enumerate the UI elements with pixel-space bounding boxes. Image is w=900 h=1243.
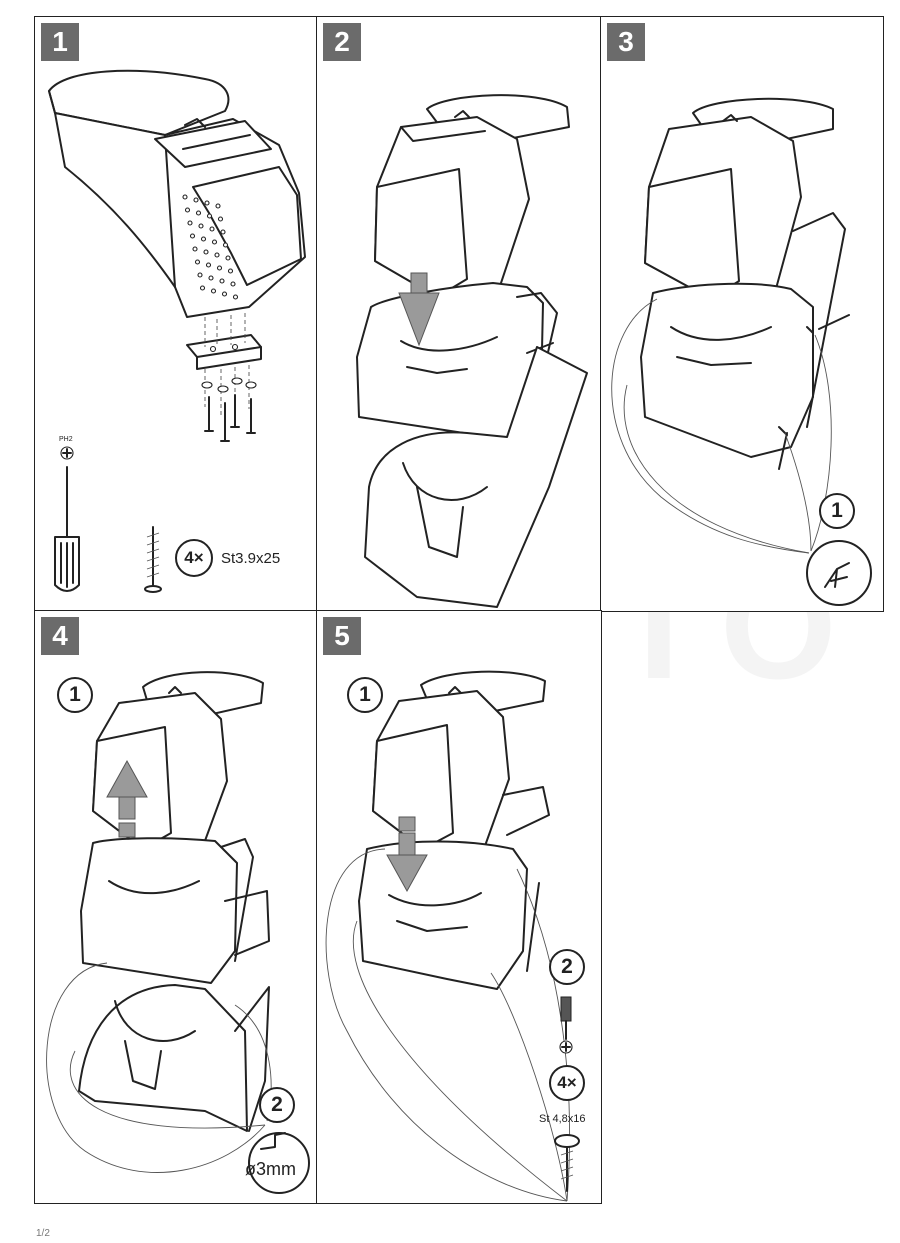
step-5-panel: 5 1 2 4× St 4,8x16 — [316, 610, 602, 1204]
tool-label: PH2 — [59, 436, 73, 443]
step-4-substep-2-badge: 2 — [259, 1087, 295, 1123]
perforation-dot — [197, 272, 203, 278]
screw-count-badge: 4× — [175, 539, 213, 577]
perforation-dot — [219, 278, 225, 284]
step-4-substep-1-badge: 1 — [57, 677, 93, 713]
step-3-badge: 3 — [607, 23, 645, 61]
perforation-dot — [211, 239, 218, 245]
perforation-dot — [200, 236, 207, 242]
step-5-substep-1-badge: 1 — [347, 677, 383, 713]
perforation-dot — [227, 268, 234, 274]
step-3-illustration — [611, 97, 872, 606]
step-4-illustration — [46, 671, 310, 1194]
perforation-dot — [204, 200, 210, 206]
step-5-screw-spec: St 4,8x16 — [539, 1113, 586, 1125]
step-2-badge: 2 — [323, 23, 361, 61]
perforation-dot — [225, 255, 231, 261]
drill-size: ø3mm — [245, 1159, 296, 1179]
perforation-dot — [214, 252, 220, 258]
step-5-illustration — [325, 670, 580, 1202]
step-4-panel: 4 1 2 ø3mm — [34, 610, 318, 1204]
perforation-dot — [210, 288, 217, 294]
perforation-dot — [193, 197, 199, 203]
step-5-screw-count-badge: 4× — [549, 1065, 585, 1101]
perforation-dot — [192, 246, 198, 252]
perforation-dot — [182, 194, 188, 200]
perforation-dot — [205, 262, 212, 268]
perforation-dot — [184, 207, 191, 213]
perforation-dot — [195, 210, 202, 216]
step-2-panel: 2 — [316, 16, 602, 612]
perforation-dot — [194, 259, 201, 265]
step-5-substep-2-badge: 2 — [549, 949, 585, 985]
screw-spec: St3.9x25 — [221, 550, 281, 567]
perforation-dot — [189, 233, 196, 239]
perforation-dot — [203, 249, 209, 255]
perforation-dot — [217, 216, 224, 222]
step-3-substep-badge: 1 — [819, 493, 855, 529]
step-1-badge: 1 — [41, 23, 79, 61]
perforation-dot — [215, 203, 221, 209]
perforation-dot — [198, 223, 204, 229]
perforation-dot — [220, 229, 226, 235]
step-5-badge: 5 — [323, 617, 361, 655]
perforation-dot — [221, 291, 228, 297]
perforation-dot — [230, 281, 236, 287]
step-4-badge: 4 — [41, 617, 79, 655]
perforation-dot — [208, 275, 214, 281]
perforation-dot — [199, 285, 206, 291]
perforation-dot — [216, 265, 223, 271]
step-1-illustration — [48, 69, 306, 593]
perforation-dot — [209, 226, 215, 232]
perforation-dot — [206, 213, 213, 219]
step-3-panel: 3 1 — [600, 16, 884, 612]
page-footer: 1/2 — [36, 1228, 50, 1239]
perforation-dot — [232, 294, 239, 300]
perforation-dot — [222, 242, 229, 248]
step-1-panel: 1 PH2 4× St3.9x25 — [34, 16, 318, 612]
step-2-illustration — [356, 94, 588, 608]
perforation-dot — [187, 220, 193, 226]
